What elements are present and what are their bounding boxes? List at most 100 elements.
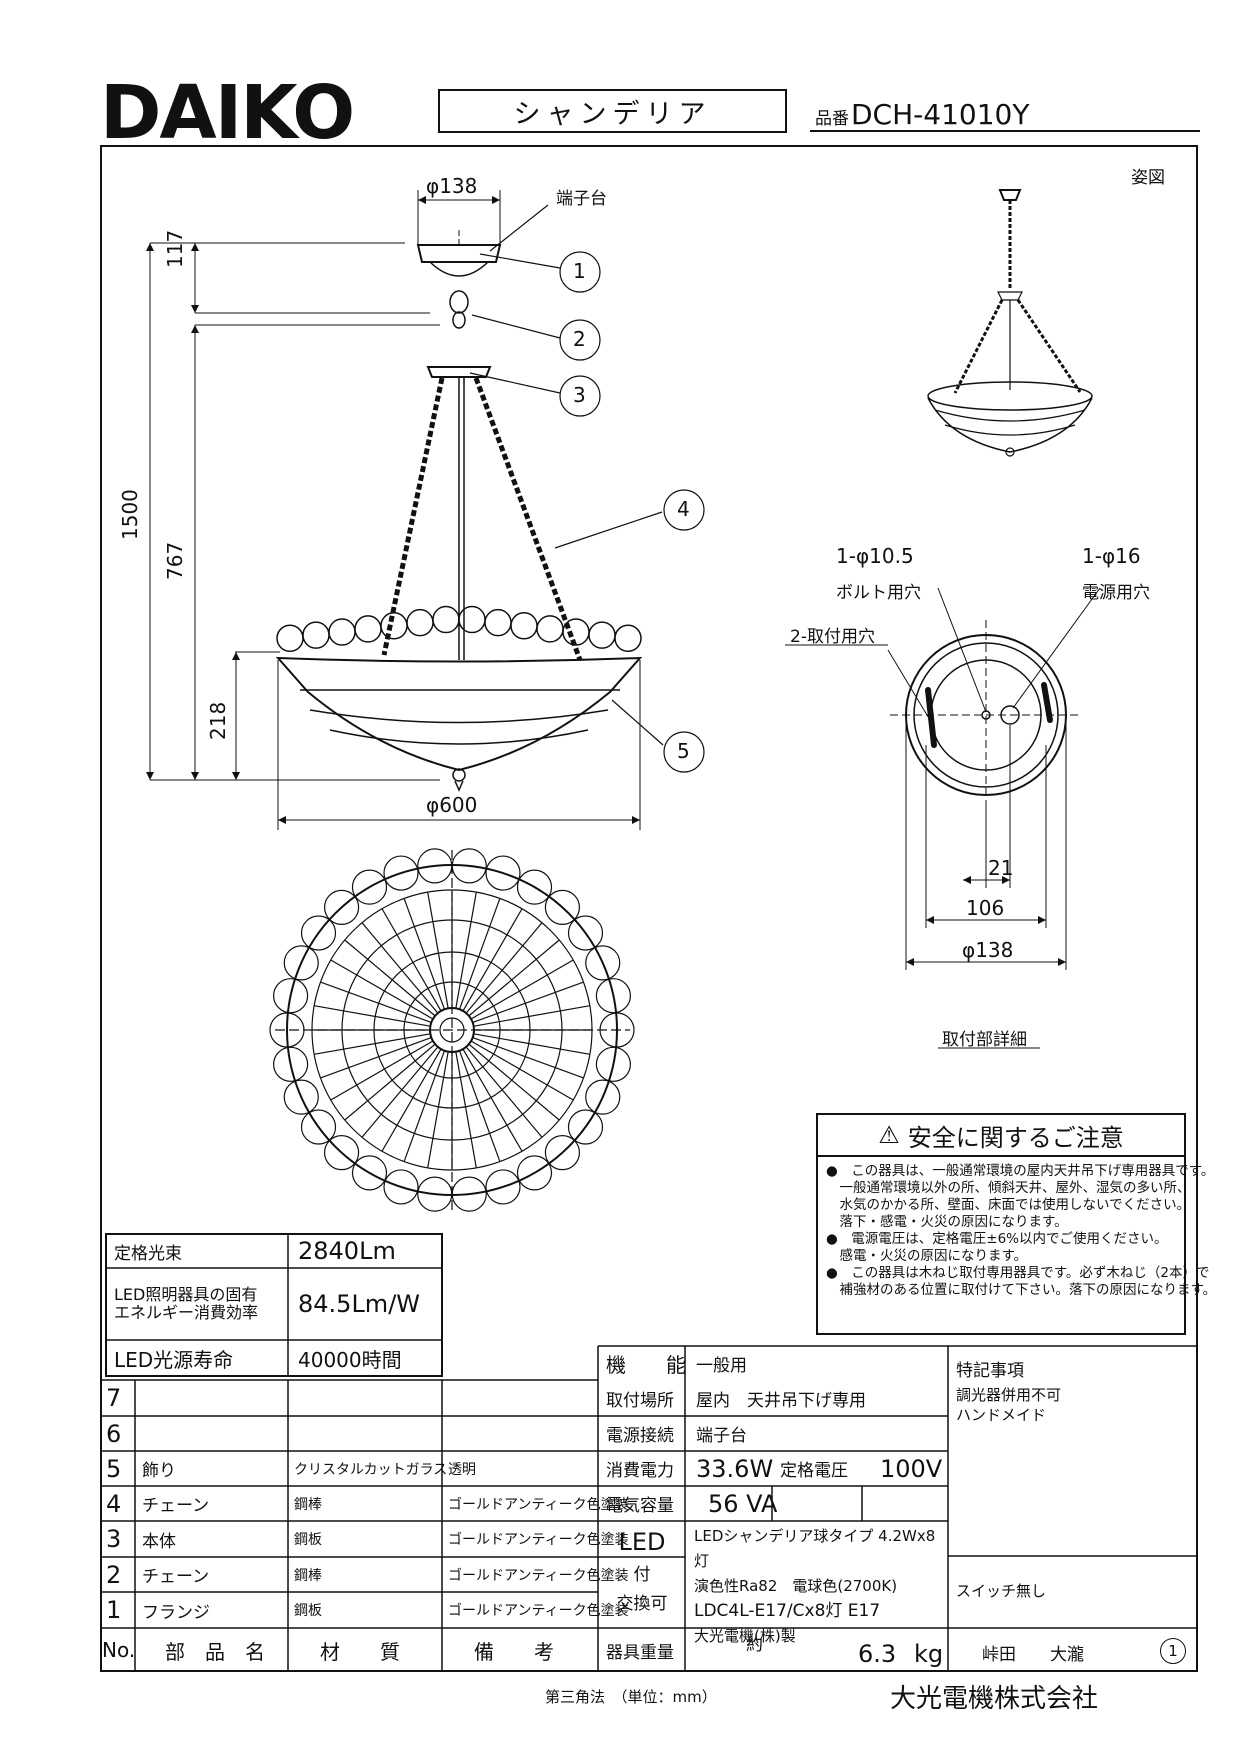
power-hole-label: 電源用穴 <box>1082 583 1150 603</box>
weight-label: 器具重量 <box>606 1642 674 1663</box>
callout-3: 3 <box>573 383 586 407</box>
power-value: 33.6W <box>696 1454 774 1483</box>
model-number-block: 品番DCH-41010Y <box>815 98 1029 131</box>
part-note: ゴールドアンティーク色塗装 <box>448 1496 629 1513</box>
perspective-label: 姿図 <box>1131 168 1165 188</box>
safety-title-row: ⚠ 安全に関するご注意 <box>818 1115 1184 1157</box>
mount-place-value: 屋内 天井吊下げ専用 <box>696 1390 866 1411</box>
col-header-note: 備 考 <box>474 1639 554 1664</box>
callout-5: 5 <box>677 739 690 763</box>
led-line: LEDシャンデリア球タイプ 4.2Wx8灯 <box>694 1527 936 1570</box>
part-no: 5 <box>106 1454 122 1483</box>
col-header-name: 部 品 名 <box>165 1639 265 1664</box>
led-line: 大光電機(株)製 <box>694 1627 796 1645</box>
dim-phi138-top: φ138 <box>426 174 478 198</box>
model-number: DCH-41010Y <box>851 98 1030 131</box>
power-label: 消費電力 <box>606 1461 674 1481</box>
part-material: 鋼棒 <box>294 1567 322 1584</box>
mount-detail <box>785 587 1101 1049</box>
part-note: ゴールドアンティーク色塗装 <box>448 1567 629 1584</box>
elevation-view <box>275 244 643 792</box>
function-value: 一般用 <box>696 1355 747 1376</box>
function-label: 機 能 <box>606 1352 686 1377</box>
led-label-1: LED <box>618 1528 666 1556</box>
safety-line: ● この器具は木ねじ取付専用器具です。必ず木ねじ（2本）で <box>826 1265 1210 1281</box>
part-material: 鋼板 <box>294 1603 322 1619</box>
efficiency-value: 84.5Lm/W <box>298 1290 421 1318</box>
part-name: フランジ <box>142 1602 210 1623</box>
led-line: 演色性Ra82 電球色(2700K) <box>694 1577 898 1595</box>
model-prefix: 品番 <box>815 109 849 129</box>
voltage-label: 定格電圧 <box>780 1461 848 1481</box>
dimension-lines <box>146 190 641 830</box>
connection-value: 端子台 <box>696 1426 747 1446</box>
top-view <box>269 848 635 1212</box>
safety-line: ● この器具は、一般通常環境の屋内天井吊下げ専用器具です。 <box>826 1163 1215 1179</box>
safety-line: 水気のかかる所、壁面、床面では使用しないでください。 <box>826 1197 1191 1213</box>
part-material: クリスタルカットガラス <box>294 1461 448 1478</box>
rated-flux-label: 定格光束 <box>114 1243 182 1264</box>
perspective-view <box>927 189 1093 457</box>
connection-label: 電源接続 <box>606 1426 674 1446</box>
dim-218: 218 <box>206 701 230 740</box>
col-header-no: No. <box>102 1638 136 1662</box>
safety-line: 感電・火災の原因になります。 <box>826 1248 1028 1264</box>
dim-21: 21 <box>988 856 1014 880</box>
efficiency-label: LED照明器具の固有 エネルギー消費効率 <box>114 1285 259 1322</box>
part-material: 鋼棒 <box>294 1496 322 1513</box>
dim-767: 767 <box>163 541 187 580</box>
part-note: 透明 <box>448 1461 476 1478</box>
drawing-frame <box>100 145 1198 1672</box>
revision-badge: 1 <box>1160 1638 1186 1664</box>
capacity-value: 56 VA <box>708 1489 778 1518</box>
mount-holes-label: 2-取付用穴 <box>790 627 875 647</box>
bolt-hole-dim: 1-φ10.5 <box>836 544 914 568</box>
mount-place-label: 取付場所 <box>606 1390 674 1411</box>
led-spec-block: LEDシャンデリア球タイプ 4.2Wx8灯 演色性Ra82 電球色(2700K)… <box>694 1524 944 1649</box>
brand-logo: DAIKO <box>100 76 355 150</box>
notes-title: 特記事項 <box>956 1361 1024 1381</box>
weight-approx: 約 <box>746 1635 763 1655</box>
lifetime-value: 40000時間 <box>298 1347 402 1372</box>
safety-line: 落下・感電・火災の原因になります。 <box>826 1214 1068 1230</box>
part-note: ゴールドアンティーク色塗装 <box>448 1532 629 1548</box>
led-label-2: 付 <box>633 1565 651 1585</box>
part-no: 2 <box>106 1560 122 1589</box>
part-name: 本体 <box>142 1531 176 1552</box>
callout-leaders <box>469 204 705 773</box>
dim-1500: 1500 <box>118 489 142 540</box>
revision-number: 1 <box>1168 1642 1178 1660</box>
rated-flux-value: 2840Lm <box>298 1237 396 1265</box>
callout-4: 4 <box>677 497 690 521</box>
dim-phi138: φ138 <box>962 938 1014 962</box>
part-no: 7 <box>106 1384 122 1412</box>
part-name: チェーン <box>142 1567 210 1587</box>
signature-names: 峠田 大瀧 <box>982 1645 1084 1665</box>
mount-detail-caption: 取付部詳細 <box>942 1030 1027 1050</box>
dim-phi600: φ600 <box>426 793 478 817</box>
product-type-box: シャンデリア <box>438 89 787 133</box>
bolt-hole-label: ボルト用穴 <box>836 583 921 603</box>
notes-line: 調光器併用不可 <box>956 1386 1062 1404</box>
part-name: チェーン <box>142 1496 210 1516</box>
callout-2: 2 <box>573 327 586 351</box>
switch-note: スイッチ無し <box>956 1582 1047 1600</box>
led-label-3: 交換可 <box>616 1594 668 1614</box>
capacity-label: 電気容量 <box>606 1496 674 1516</box>
part-no: 4 <box>106 1489 122 1518</box>
led-label-block: LED 付 交換可 <box>600 1522 684 1628</box>
part-note: ゴールドアンティーク色塗装 <box>448 1603 629 1619</box>
callout-1: 1 <box>573 259 586 283</box>
safety-line: 一般通常環境以外の所、傾斜天井、屋外、湿気の多い所、 <box>826 1180 1191 1196</box>
terminal-label: 端子台 <box>556 189 607 209</box>
dim-117: 117 <box>163 229 187 268</box>
weight-unit: kg <box>914 1640 944 1668</box>
dim-106: 106 <box>966 896 1005 920</box>
weight-value: 6.3 <box>858 1640 897 1668</box>
product-type: シャンデリア <box>513 98 712 130</box>
safety-notice: ⚠ 安全に関するご注意 ● この器具は、一般通常環境の屋内天井吊下げ専用器具です… <box>816 1113 1216 1335</box>
safety-line: ● 電源電圧は、定格電圧±6%以内でご使用ください。 <box>826 1231 1168 1247</box>
voltage-value: 100V <box>880 1454 943 1483</box>
part-no: 6 <box>106 1419 122 1448</box>
